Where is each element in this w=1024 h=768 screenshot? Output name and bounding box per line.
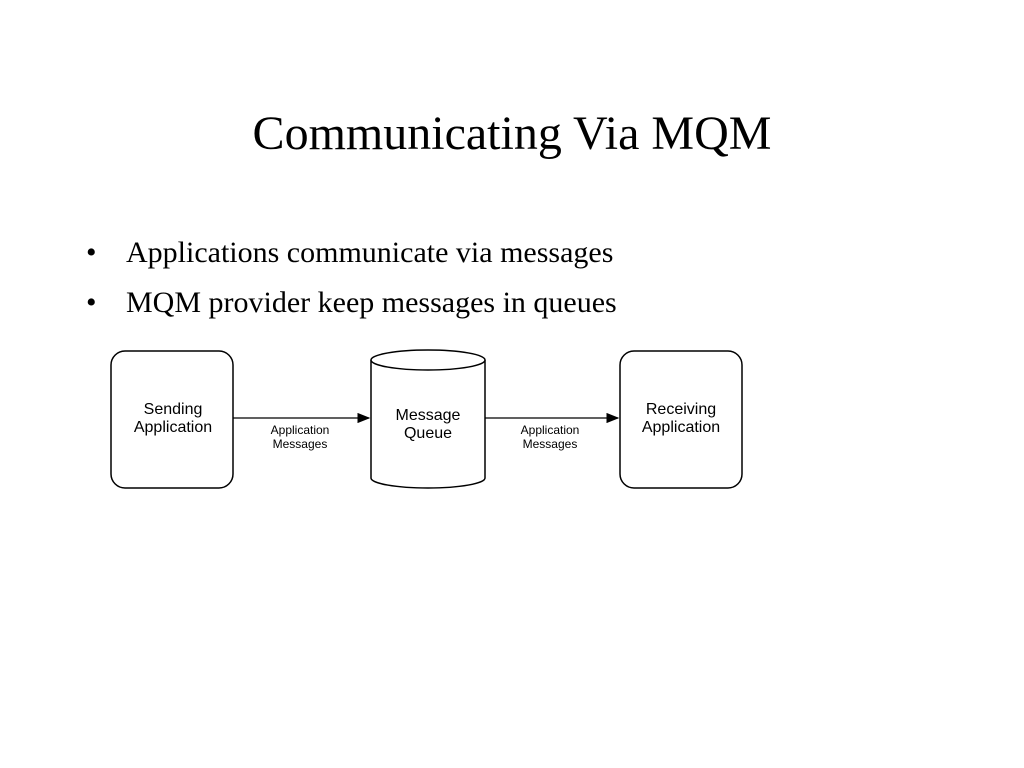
sending-application-label-line-2: Application (134, 419, 212, 436)
edge-2-label-line-1: Application (521, 423, 580, 437)
edge-queue-to-receiving: Application Messages (485, 412, 620, 451)
receiving-application-label-line-1: Receiving (646, 401, 716, 418)
slide-title: Communicating Via MQM (252, 107, 772, 160)
edge-1-label-line-2: Messages (273, 437, 328, 451)
mqm-flow-diagram: Sending Application Application Messages… (110, 349, 743, 489)
bullet-text: MQM provider keep messages in queues (126, 286, 617, 319)
message-queue-node: Message Queue (370, 349, 486, 489)
bullet-icon: • (86, 286, 97, 319)
bullet-list: • Applications communicate via messages … (86, 228, 617, 328)
bullet-text: Applications communicate via messages (126, 236, 614, 269)
receiving-application-node: Receiving Application (619, 350, 743, 489)
message-queue-label-line-1: Message (396, 407, 461, 424)
message-queue-label-line-2: Queue (404, 425, 452, 442)
sending-application-node: Sending Application (110, 350, 234, 489)
edge-1-label-line-1: Application (271, 423, 330, 437)
sending-application-label-line-1: Sending (144, 401, 203, 418)
bullet-item: • MQM provider keep messages in queues (86, 278, 617, 328)
edge-sending-to-queue: Application Messages (233, 412, 371, 451)
bullet-icon: • (86, 236, 97, 269)
bullet-item: • Applications communicate via messages (86, 228, 617, 278)
edge-2-label-line-2: Messages (523, 437, 578, 451)
receiving-application-label-line-2: Application (642, 419, 720, 436)
